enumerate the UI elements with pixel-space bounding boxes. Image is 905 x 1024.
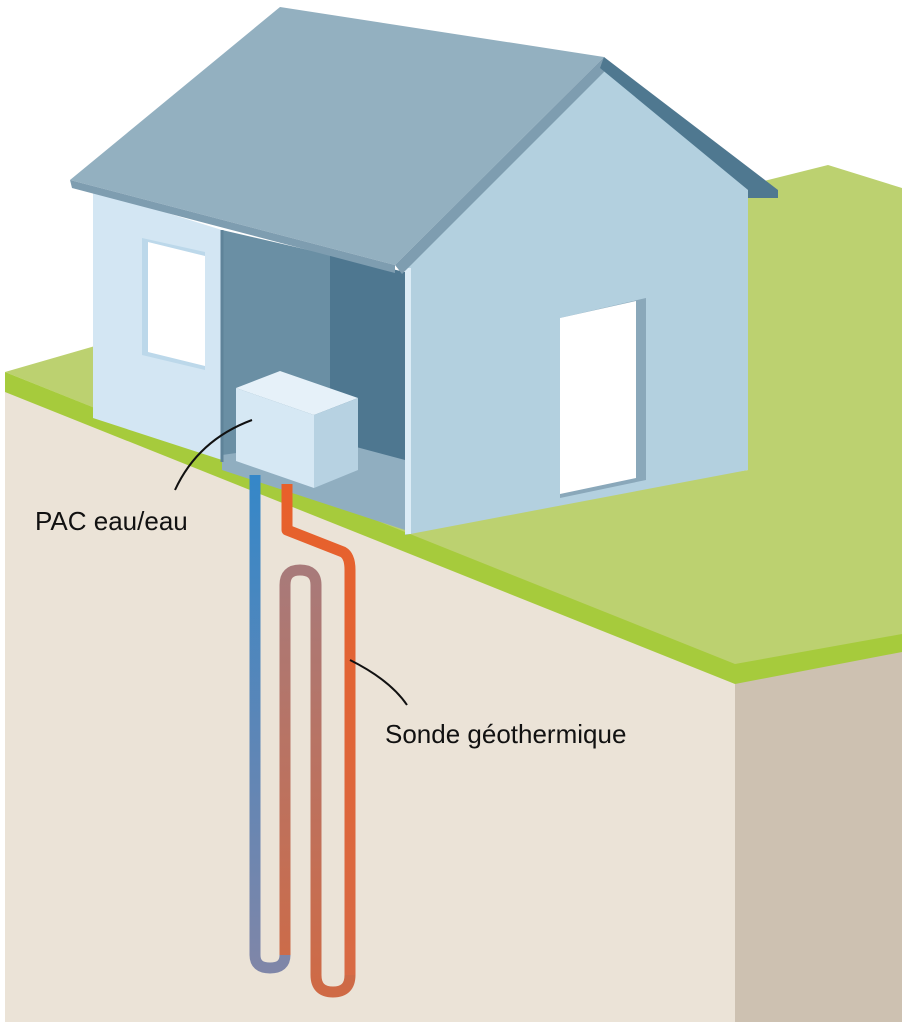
label-probe: Sonde géothermique xyxy=(385,719,626,749)
pipe-cold-down xyxy=(249,475,291,974)
roof-ridge-overhang xyxy=(600,57,778,198)
grass-side-edge xyxy=(735,634,902,684)
heat-pump-unit-side xyxy=(314,398,358,488)
label-heat-pump: PAC eau/eau xyxy=(35,506,188,536)
grass-front-edge xyxy=(5,372,735,684)
soil-front-face xyxy=(5,390,735,1022)
gable-corner-highlight xyxy=(405,268,411,534)
leader-line-probe xyxy=(349,659,408,706)
pipe-inner-loop xyxy=(279,564,356,998)
heat-pump-unit-top xyxy=(236,371,358,415)
leader-line-heat-pump xyxy=(174,419,253,491)
door xyxy=(560,301,636,494)
pipe-hot-return xyxy=(281,484,356,975)
roof-front-edge xyxy=(70,180,395,273)
roof-main xyxy=(70,7,604,265)
side-window xyxy=(148,242,205,366)
soil-side-face xyxy=(735,650,902,1022)
grass-top-surface xyxy=(5,165,902,665)
heat-pump-unit-front xyxy=(236,388,314,488)
roof-gable-edge xyxy=(395,57,610,274)
